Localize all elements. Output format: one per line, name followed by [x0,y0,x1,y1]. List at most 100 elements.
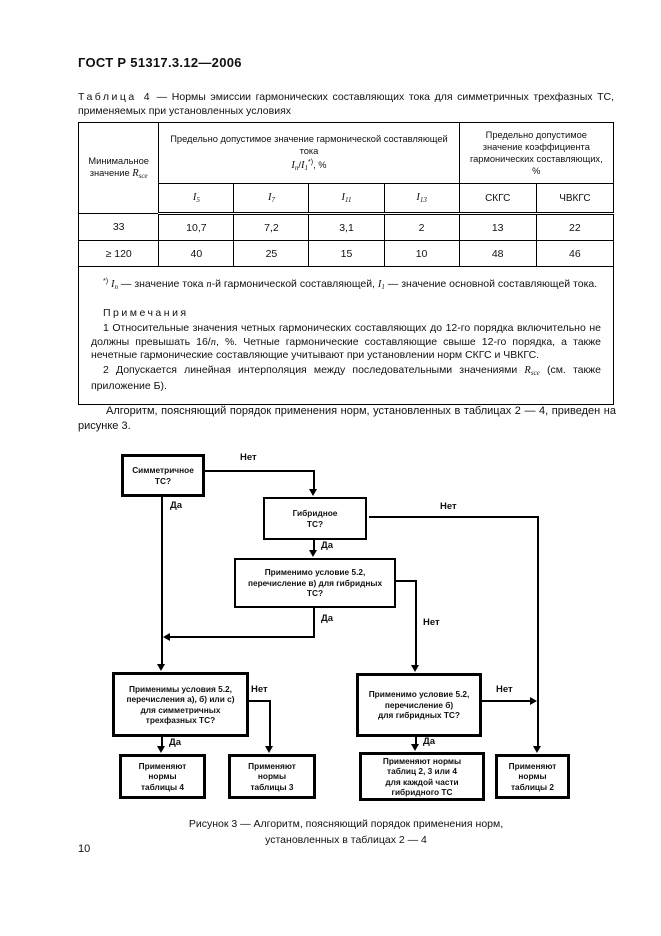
flowchart-box-apply-tables-234: Применяют нормы таблиц 2, 3 или 4 для ка… [359,752,485,801]
connector-line [537,516,539,746]
flowchart-box-hybrid-ts: Гибридное ТС? [263,497,367,540]
branch-label-yes: Да [423,736,436,747]
footnote-text-3: — значение основной составляющей тока. [384,278,598,290]
column-header-i5: I5 [158,183,235,215]
column-group-harmonic-limits: Предельно допустимое значение гармоничес… [158,122,460,184]
table-4: Минимальное значение Rsce Предельно допу… [77,122,615,405]
figure-caption: Рисунок 3 — Алгоритм, поясняющий порядок… [78,816,614,848]
arrowhead-down-icon [411,665,419,672]
formula-slash: / [298,159,302,170]
flowchart-box-condition-b-hybrid: Применимо условие 5.2, перечисление б) д… [356,673,482,737]
arrowhead-left-icon [163,633,170,641]
arrowhead-down-icon [309,550,317,557]
coeff-group-text: Предельно допустимое значение коэффициен… [469,130,603,176]
column-header-skgs: СКГС [458,183,537,215]
table-footnotes: *) In — значение тока n-й гармонической … [78,266,614,405]
rsce-symbol: R [132,167,139,179]
flowchart-box-conditions-abc-symmetric: Применимы условия 5.2, перечисления а), … [112,672,249,737]
note-2-sub: sce [530,368,540,377]
standard-number-header: ГОСТ Р 51317.3.12—2006 [78,55,242,70]
arrowhead-down-icon [157,664,165,671]
column-header-i13: I13 [383,183,460,215]
branch-label-no: Нет [423,617,440,628]
note-1-text-b: , %. Четные гармонические составляющие с… [91,335,601,362]
arrowhead-down-icon [265,746,273,753]
arrowhead-right-icon [530,697,537,705]
formula-sub-1: 1 [304,163,309,172]
cell-chvkgs: 22 [535,213,615,241]
connector-line [313,608,315,638]
i11-symbol: I [341,192,346,203]
note-1-text-a: 1 Относительные значения четных гармонич… [91,322,601,348]
connector-line [415,737,417,745]
cell-i13: 10 [383,240,460,267]
cell-chvkgs: 46 [535,240,615,267]
cell-i13: 2 [383,213,460,241]
i11-sub: 11 [345,196,352,204]
body-paragraph: Алгоритм, поясняющий порядок применения … [78,405,616,432]
note-1-n: n [210,336,216,348]
i13-symbol: I [416,192,420,203]
footnote-n: n [206,279,212,290]
i5-sub: 5 [196,196,200,204]
flowchart-box-apply-table-4: Применяют нормы таблицы 4 [119,754,206,799]
table-footnote: *) In — значение тока n-й гармонической … [91,275,601,295]
footnote-sub-1: 1 [381,283,385,291]
footnote-sub-n: n [114,283,118,291]
flowchart-box-apply-table-3: Применяют нормы таблицы 3 [228,754,316,799]
harmonic-group-line1: Предельно допустимое значение гармоничес… [170,133,448,156]
cell-i7: 25 [233,240,310,267]
cell-rsce-33: 33 [77,213,160,241]
connector-line [313,540,315,551]
branch-label-yes: Да [321,613,334,624]
connector-line [269,700,271,747]
formula-sub-n: n [294,163,299,172]
i7-symbol: I [267,192,272,203]
i5-symbol: I [192,192,197,203]
note-1: 1 Относительные значения четных гармонич… [91,322,601,363]
flowchart-box-condition-v-hybrid: Применимо условие 5.2, перечисление в) д… [234,558,396,608]
connector-line [482,700,530,702]
note-2-r: R [524,364,531,376]
cell-i11: 3,1 [308,213,385,241]
min-value-text: Минимальное значение [88,155,149,178]
i13-sub: 13 [419,196,427,204]
page-number: 10 [78,843,91,855]
connector-line [415,580,417,665]
rsce-subscript: sce [138,171,148,180]
column-header-i7: I7 [233,183,310,215]
cell-skgs: 13 [458,213,537,241]
footnote-i1: I [377,279,382,290]
cell-rsce-120: ≥ 120 [77,240,160,267]
connector-line [161,737,163,747]
table-caption: Таблица 4 — Нормы эмиссии гармонических … [78,91,614,118]
table-row: ≥ 120 40 25 15 10 48 46 [77,240,615,267]
formula-footnote-mark: *) [308,158,314,166]
arrowhead-down-icon [309,489,317,496]
connector-line [170,636,315,638]
table-caption-label: Таблица 4 [78,91,153,103]
footnote-mark: *) [103,278,109,285]
formula-i1: I [301,159,305,171]
connector-line [205,470,315,472]
footnote-text-2: -й гармонической составляющей, [211,278,378,290]
branch-label-no: Нет [240,452,257,463]
figure-caption-line1: Рисунок 3 — Алгоритм, поясняющий порядок… [188,818,504,830]
column-group-coefficient: Предельно допустимое значение коэффициен… [458,122,615,184]
footnote-i: I [110,279,115,290]
column-header-i11: I11 [308,183,385,215]
branch-label-no: Нет [496,684,513,695]
table-footnotes-row: *) In — значение тока n-й гармонической … [78,266,614,405]
formula-percent: , % [313,159,327,170]
note-2-text-b: (см. также приложение Б). [91,363,601,393]
branch-label-no: Нет [251,684,268,695]
footnote-text-1: — значение тока [117,278,207,290]
cell-skgs: 48 [458,240,537,267]
table-row: 33 10,7 7,2 3,1 2 13 22 [77,213,615,241]
arrowhead-down-icon [533,746,541,753]
flowchart-box-apply-table-2: Применяют нормы таблицы 2 [495,754,570,799]
connector-line [249,700,271,702]
cell-i5: 10,7 [158,213,235,241]
note-2-text-a: 2 Допускается линейная интерполяция межд… [103,363,525,376]
